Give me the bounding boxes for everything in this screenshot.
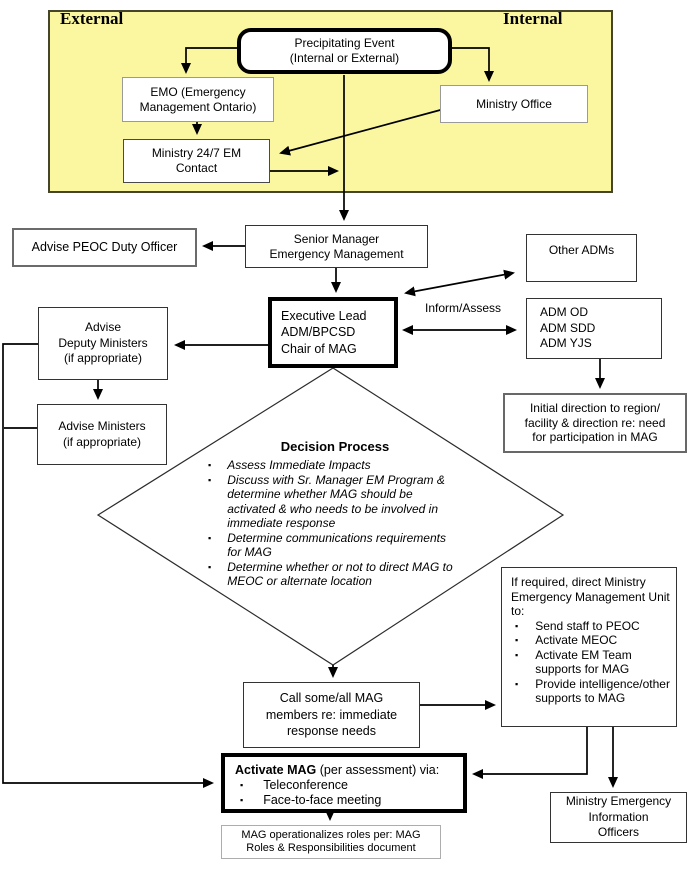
node-ministry-247-em-contact: Ministry 24/7 EM Contact — [123, 139, 270, 183]
node-emo: EMO (Emergency Management Ontario) — [122, 77, 274, 122]
node-adm-list: ADM OD ADM SDD ADM YJS — [526, 298, 662, 359]
node-other-adms: Other ADMs — [526, 234, 637, 282]
arrow-precip-to-emo — [181, 47, 237, 74]
node-mag-operationalizes: MAG operationalizes roles per: MAG Roles… — [221, 825, 441, 859]
node-activate-mag: Activate MAG (per assessment) via: Telec… — [221, 753, 467, 813]
node-call-mag-members: Call some/all MAG members re: immediate … — [243, 682, 420, 748]
node-ministry-emergency-information-officers: Ministry Emergency Information Officers — [550, 792, 687, 843]
arrow-left-rail-to-activate — [2, 343, 214, 788]
decision-bullet: Discuss with Sr. Manager EM Program & de… — [204, 473, 466, 531]
node-initial-direction: Initial direction to region/ facility & … — [503, 393, 687, 453]
activate-mag-bullet: Teleconference — [235, 778, 457, 793]
if-required-bullet: Provide intelligence/other supports to M… — [511, 677, 671, 706]
internal-label: Internal — [503, 9, 563, 28]
node-precipitating-event: Precipitating Event (Internal or Externa… — [237, 28, 452, 74]
decision-process-title: Decision Process — [280, 439, 390, 454]
if-required-bullet: Activate MEOC — [511, 633, 671, 648]
node-advise-deputy-ministers: Advise Deputy Ministers (if appropriate) — [38, 307, 168, 380]
node-advise-ministers: Advise Ministers (if appropriate) — [37, 404, 167, 465]
arrow-if-required-to-activate — [472, 727, 588, 779]
arrow-ministry-office-to-247 — [279, 108, 445, 156]
node-executive-lead: Executive Lead ADM/BPCSD Chair of MAG — [268, 297, 398, 368]
decision-bullet: Determine whether or not to direct MAG t… — [204, 560, 466, 589]
arrow-exec-other-adms — [404, 269, 515, 297]
decision-process-block: Decision Process Assess Immediate Impact… — [204, 439, 466, 589]
node-if-required-direct-emu: If required, direct Ministry Emergency M… — [501, 567, 677, 727]
if-required-bullet: Activate EM Team supports for MAG — [511, 648, 671, 677]
activate-mag-bullet: Face-to-face meeting — [235, 793, 457, 808]
if-required-bullet: Send staff to PEOC — [511, 619, 671, 634]
node-senior-manager-em: Senior Manager Emergency Management — [245, 225, 428, 268]
if-required-intro: If required, direct Ministry Emergency M… — [511, 575, 670, 618]
arrow-precip-to-ministry-office — [452, 47, 494, 82]
node-ministry-office: Ministry Office — [440, 85, 588, 123]
decision-bullet: Assess Immediate Impacts — [204, 458, 466, 473]
decision-bullet: Determine communications requirements fo… — [204, 531, 466, 560]
node-advise-peoc-duty-officer: Advise PEOC Duty Officer — [12, 228, 197, 267]
activate-mag-title: Activate MAG (per assessment) via: — [235, 763, 440, 777]
inform-assess-label: Inform/Assess — [424, 301, 502, 315]
external-label: External — [60, 9, 124, 28]
